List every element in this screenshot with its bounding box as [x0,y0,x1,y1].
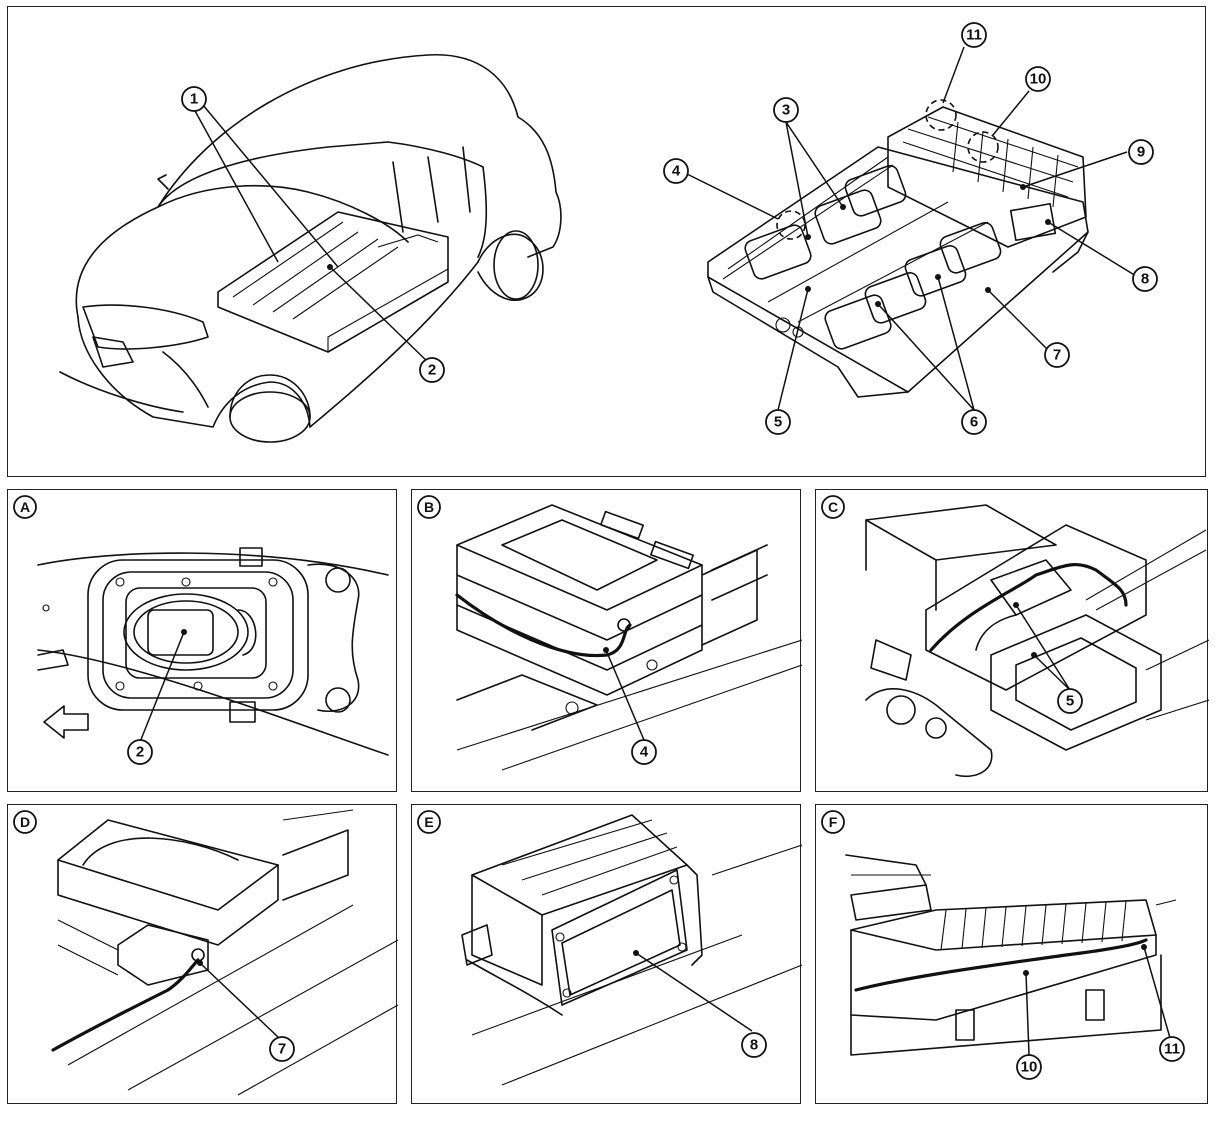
svg-text:5: 5 [774,414,782,431]
panel-a-drawing [37,547,389,756]
location-11-marker [925,99,957,131]
panel-e-callout-8: 8 [741,1032,767,1058]
overview-drawing: 1 2 3 4 5 6 7 8 9 10 11 [59,22,1158,443]
callout-10: 10 [1025,66,1051,92]
detail-panel-d: D 7 [7,804,398,1104]
svg-text:3: 3 [782,102,790,119]
callout-5: 5 [765,409,791,435]
svg-text:C: C [828,499,838,515]
panel-f-label: F [821,810,845,834]
panel-f-callout-10: 10 [1016,1054,1042,1080]
svg-text:A: A [20,499,30,515]
vehicle-illustration [59,54,562,443]
panel-b-drawing [455,504,802,771]
svg-text:11: 11 [966,27,982,44]
battery-pack-illustration [707,99,1089,398]
svg-text:8: 8 [750,1037,758,1054]
callout-1: 1 [181,86,207,112]
svg-text:11: 11 [1164,1041,1180,1058]
svg-text:E: E [424,814,433,830]
panel-f-callout-11: 11 [1159,1036,1185,1062]
svg-text:10: 10 [1021,1059,1038,1076]
detail-panel-a: A 2 [7,489,397,792]
panel-d-label: D [13,810,37,834]
detail-panel-e: E 8 [411,804,802,1104]
panel-c-callout-5: 5 [1057,688,1083,714]
callout-3: 3 [773,97,799,123]
svg-text:F: F [829,814,838,830]
svg-text:7: 7 [278,1041,286,1058]
callout-4: 4 [663,158,689,184]
callout-2: 2 [419,357,445,383]
front-direction-arrow-icon [43,705,89,739]
callout-9: 9 [1128,139,1154,165]
panel-b-callout-4: 4 [631,739,657,765]
panel-a-label: A [13,495,37,519]
overview-panel: 1 2 3 4 5 6 7 8 9 10 11 [7,6,1206,477]
svg-text:9: 9 [1137,144,1145,161]
location-10-marker [967,131,999,163]
panel-e-label: E [417,810,441,834]
detail-panel-f: F 10 11 [815,804,1208,1104]
svg-text:6: 6 [970,414,978,431]
svg-text:B: B [424,499,434,515]
panel-c-label: C [821,495,845,519]
panel-a-callout-2: 2 [127,739,153,765]
callout-7: 7 [1044,342,1070,368]
svg-text:7: 7 [1053,347,1061,364]
panel-c-drawing [865,504,1209,777]
svg-text:4: 4 [672,163,681,180]
detail-panel-b: B 4 [411,489,802,792]
svg-text:8: 8 [1141,271,1149,288]
panel-f-drawing [845,854,1177,1056]
panel-d-callout-7: 7 [269,1036,295,1062]
callout-6: 6 [961,409,987,435]
svg-text:1: 1 [190,91,198,108]
svg-text:4: 4 [640,744,649,761]
svg-text:5: 5 [1066,693,1074,710]
svg-text:2: 2 [428,362,436,379]
svg-text:2: 2 [136,744,144,761]
svg-text:D: D [20,814,30,830]
svg-text:10: 10 [1030,71,1047,88]
detail-panel-c: C 5 [815,489,1209,792]
panel-d-drawing [51,809,398,1096]
callout-8: 8 [1132,266,1158,292]
panel-e-drawing [461,814,802,1086]
callout-11: 11 [961,22,987,48]
panel-b-label: B [417,495,441,519]
